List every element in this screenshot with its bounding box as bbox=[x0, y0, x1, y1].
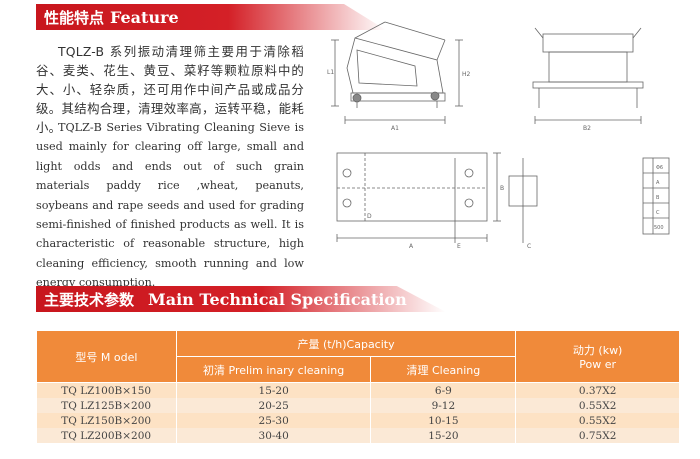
cell-cleaning: 15-20 bbox=[370, 428, 517, 443]
table-row: TQ LZ200B×200 30-40 15-20 0.75X2 bbox=[36, 428, 680, 443]
cell-power: 0.37X2 bbox=[515, 382, 680, 398]
cell-cleaning: 9-12 bbox=[370, 398, 517, 413]
table-label-4: 500 bbox=[654, 225, 664, 231]
front-view-drawing bbox=[532, 27, 644, 124]
table-label-0: Φ6 bbox=[656, 165, 663, 171]
foundation-plan-drawing bbox=[336, 152, 538, 243]
cell-cleaning: 6-9 bbox=[370, 382, 517, 398]
header-model: 型号 M odel bbox=[36, 330, 177, 383]
table-row: TQ LZ150B×200 25-30 10-15 0.55X2 bbox=[36, 413, 680, 428]
cell-cleaning: 10-15 bbox=[370, 413, 517, 428]
dim-label-d: D bbox=[367, 213, 372, 220]
label-l1: L1 bbox=[327, 69, 334, 76]
table-label-2: B bbox=[656, 195, 660, 201]
label-h2: H2 bbox=[462, 71, 471, 78]
dim-label-a: A bbox=[409, 243, 414, 250]
header-power: 动力 (kw) Pow er bbox=[515, 330, 680, 383]
header-cleaning: 清理 Cleaning bbox=[370, 356, 517, 383]
spec-table: 型号 M odel 产量 (t/h)Capacity 动力 (kw) Pow e… bbox=[36, 330, 680, 443]
cell-power: 0.55X2 bbox=[515, 398, 680, 413]
cell-model: TQ LZ100B×150 bbox=[36, 382, 177, 398]
cell-prelim: 20-25 bbox=[176, 398, 372, 413]
header-prelim: 初清 Prelim inary cleaning bbox=[175, 356, 372, 383]
table-row: TQ LZ100B×150 15-20 6-9 0.37X2 bbox=[36, 382, 680, 398]
feature-description-cn: TQLZ-B 系列振动清理筛主要用于清除稻谷、麦类、花生、黄豆、菜籽等颗粒原料中… bbox=[36, 44, 304, 135]
table-row: TQ LZ125B×200 20-25 9-12 0.55X2 bbox=[36, 398, 680, 413]
cell-prelim: 30-40 bbox=[176, 428, 372, 443]
feature-description-en: TQLZ-B Series Vibrating Cleaning Sieve i… bbox=[36, 121, 304, 290]
cell-model: TQ LZ125B×200 bbox=[36, 398, 177, 413]
cell-model: TQ LZ150B×200 bbox=[36, 413, 177, 428]
dimension-table-drawing bbox=[642, 157, 670, 235]
table-label-3: C bbox=[656, 210, 660, 216]
side-view-drawing bbox=[331, 21, 463, 124]
machine-drawings: A1 B2 L1 H2 A B C D E Φ6 A B C 500 bbox=[327, 21, 670, 250]
cell-model: TQ LZ200B×200 bbox=[36, 428, 177, 443]
cell-prelim: 15-20 bbox=[176, 382, 372, 398]
cell-power: 0.55X2 bbox=[515, 413, 680, 428]
dim-label-b: B bbox=[500, 185, 504, 192]
header-capacity: 产量 (t/h)Capacity bbox=[175, 330, 517, 357]
table-label-1: A bbox=[656, 180, 660, 186]
cell-prelim: 25-30 bbox=[176, 413, 372, 428]
label-b2: B2 bbox=[583, 125, 591, 132]
cell-power: 0.75X2 bbox=[515, 428, 680, 443]
dim-label-e: E bbox=[457, 243, 461, 250]
dim-label-c: C bbox=[527, 243, 531, 250]
label-a1: A1 bbox=[391, 125, 399, 132]
